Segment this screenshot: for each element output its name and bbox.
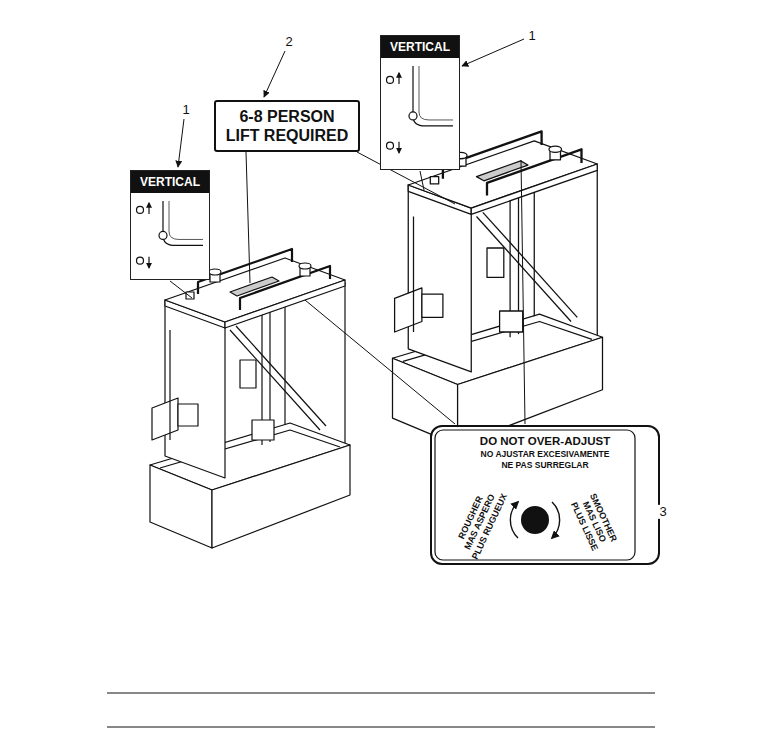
callout-number: 1 — [526, 29, 537, 43]
icon-circle — [137, 207, 144, 214]
direction-text-group: ROUGHERMAS ASPEROPLUS RUGUEUX — [451, 483, 509, 561]
icon-circle — [137, 258, 144, 265]
icon-curve — [163, 201, 203, 245]
callout-arrow — [178, 119, 184, 167]
leader-line — [246, 152, 250, 283]
icon-curve — [419, 66, 453, 120]
leader-line — [305, 300, 455, 424]
vertical-icon — [381, 58, 458, 168]
callout-arrow — [462, 39, 524, 66]
warning-text: 6-8 PERSON LIFT REQUIRED — [222, 107, 352, 145]
vertical-decal: VERTICAL — [380, 35, 460, 170]
icon-arrow — [148, 257, 149, 268]
icon-circle — [409, 112, 417, 120]
vertical-icon — [131, 193, 208, 278]
leader-line — [170, 281, 192, 298]
callout-number: 2 — [283, 35, 294, 49]
icon-circle — [159, 232, 167, 240]
warning-text: DO NOT OVER-ADJUST — [432, 434, 658, 449]
warning-text: NO AJUSTAR EXCESIVAMENTE — [432, 449, 658, 460]
lift-decal: 6-8 PERSON LIFT REQUIRED — [214, 100, 360, 152]
icon-curve — [169, 201, 203, 239]
leader-line — [521, 160, 525, 424]
rotation-arrow — [552, 502, 560, 538]
leader-line — [420, 171, 424, 190]
warning-text: NE PAS SURREGLAR — [432, 460, 658, 471]
decal-header: VERTICAL — [131, 171, 209, 193]
machine-left — [150, 249, 350, 548]
decal-title: VERTICAL — [385, 40, 455, 54]
callout-number: 1 — [180, 103, 191, 117]
callout-number: 3 — [657, 505, 668, 519]
page-rule — [107, 693, 655, 694]
icon-arrow — [398, 73, 399, 84]
callout-arrow — [264, 51, 285, 97]
decal-header: VERTICAL — [381, 36, 459, 58]
adjust-knob — [521, 506, 549, 534]
icon-arrow — [148, 203, 149, 214]
icon-circle — [387, 77, 394, 84]
rotation-arrow — [510, 502, 518, 538]
vertical-decal: VERTICAL — [130, 170, 210, 280]
icon-curve — [413, 66, 453, 126]
decal-title: VERTICAL — [135, 175, 205, 189]
icon-arrow — [398, 142, 399, 153]
direction-text-group: SMOOTHERMAS LISOPLUS LISSE — [569, 492, 619, 553]
page-rule — [107, 727, 655, 728]
icon-circle — [387, 143, 394, 150]
adjust-decal: DO NOT OVER-ADJUSTNO AJUSTAR EXCESIVAMEN… — [430, 425, 660, 565]
dial-heading: DO NOT OVER-ADJUSTNO AJUSTAR EXCESIVAMEN… — [432, 434, 658, 470]
